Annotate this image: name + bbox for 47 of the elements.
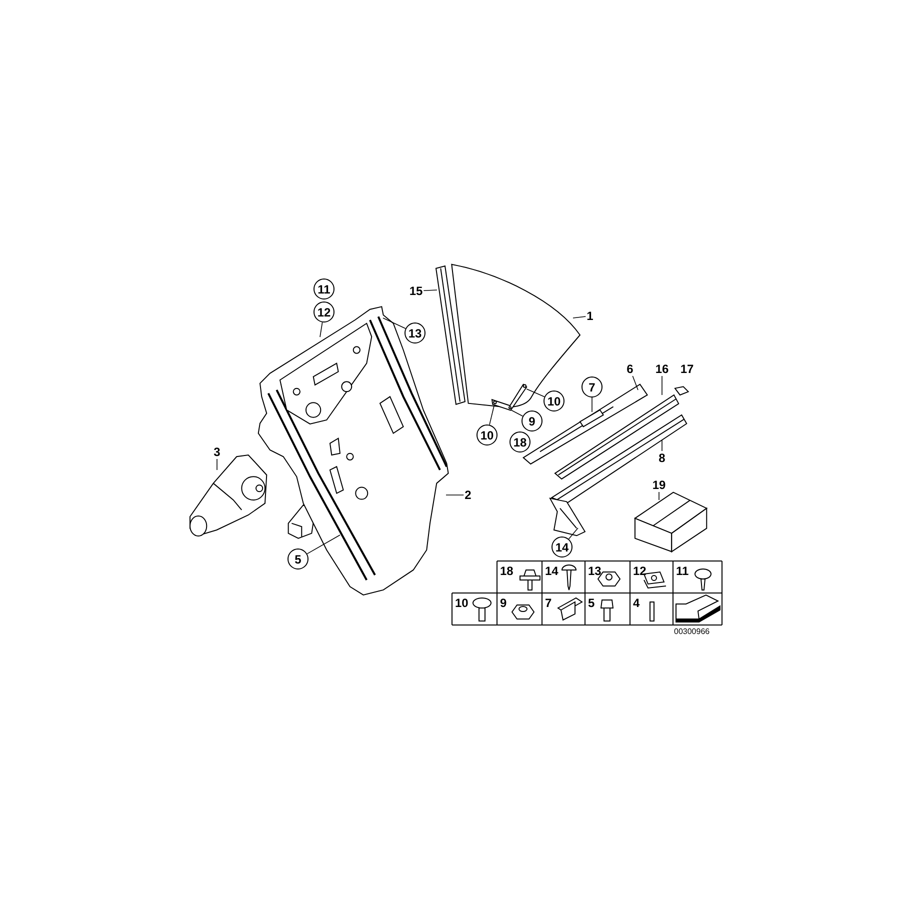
glass-bracket-drawing [491,384,528,411]
callout-number: 19 [652,479,666,491]
leader-line [658,492,660,500]
leader-line [216,458,218,470]
leader-line [572,316,586,318]
leader-line [632,376,638,390]
part-number: 11 [676,565,689,577]
callout-number: 8 [658,452,666,464]
part-number: 13 [588,565,602,577]
part-number: 12 [633,565,646,577]
part-number: 14 [545,565,558,577]
callout-number: 12 [314,302,334,322]
callout-number: 10 [476,424,498,446]
callout-number: 17 [680,363,694,375]
callout-number: 15 [409,285,423,297]
callout-number: 11 [314,278,334,300]
callout-number: 13 [404,322,426,344]
leader-line [382,318,406,329]
callout-number: 16 [655,363,669,375]
callout-number: 1 [586,310,594,322]
leader-line [568,528,578,540]
callout-number: 5 [288,548,308,570]
drawing-shape [549,498,586,536]
callout-number: 9 [522,410,542,432]
leader-line [446,494,464,496]
drawing-shape [634,492,708,553]
leader-line [306,534,340,554]
leader-line [489,406,494,426]
leader-line [526,388,545,398]
diagram-number: 00300966 [674,628,710,636]
part-number: 7 [545,597,552,609]
callout-number: 14 [552,536,572,558]
part-number: 9 [500,597,507,609]
callout-number: 6 [626,363,634,375]
callout-number: 3 [214,446,220,458]
leader-line [510,410,524,417]
callout-number: 2 [464,489,472,501]
part-number: 10 [455,597,468,609]
part-number: 5 [588,597,595,609]
leader-line [320,322,323,338]
leader-line [423,290,438,292]
part-number: 18 [500,565,514,577]
drawing-shape [435,265,466,405]
part-number: 4 [633,597,640,609]
callout-number: 7 [582,376,602,398]
callout-number: 18 [510,432,530,452]
callout-number: 10 [544,390,564,412]
